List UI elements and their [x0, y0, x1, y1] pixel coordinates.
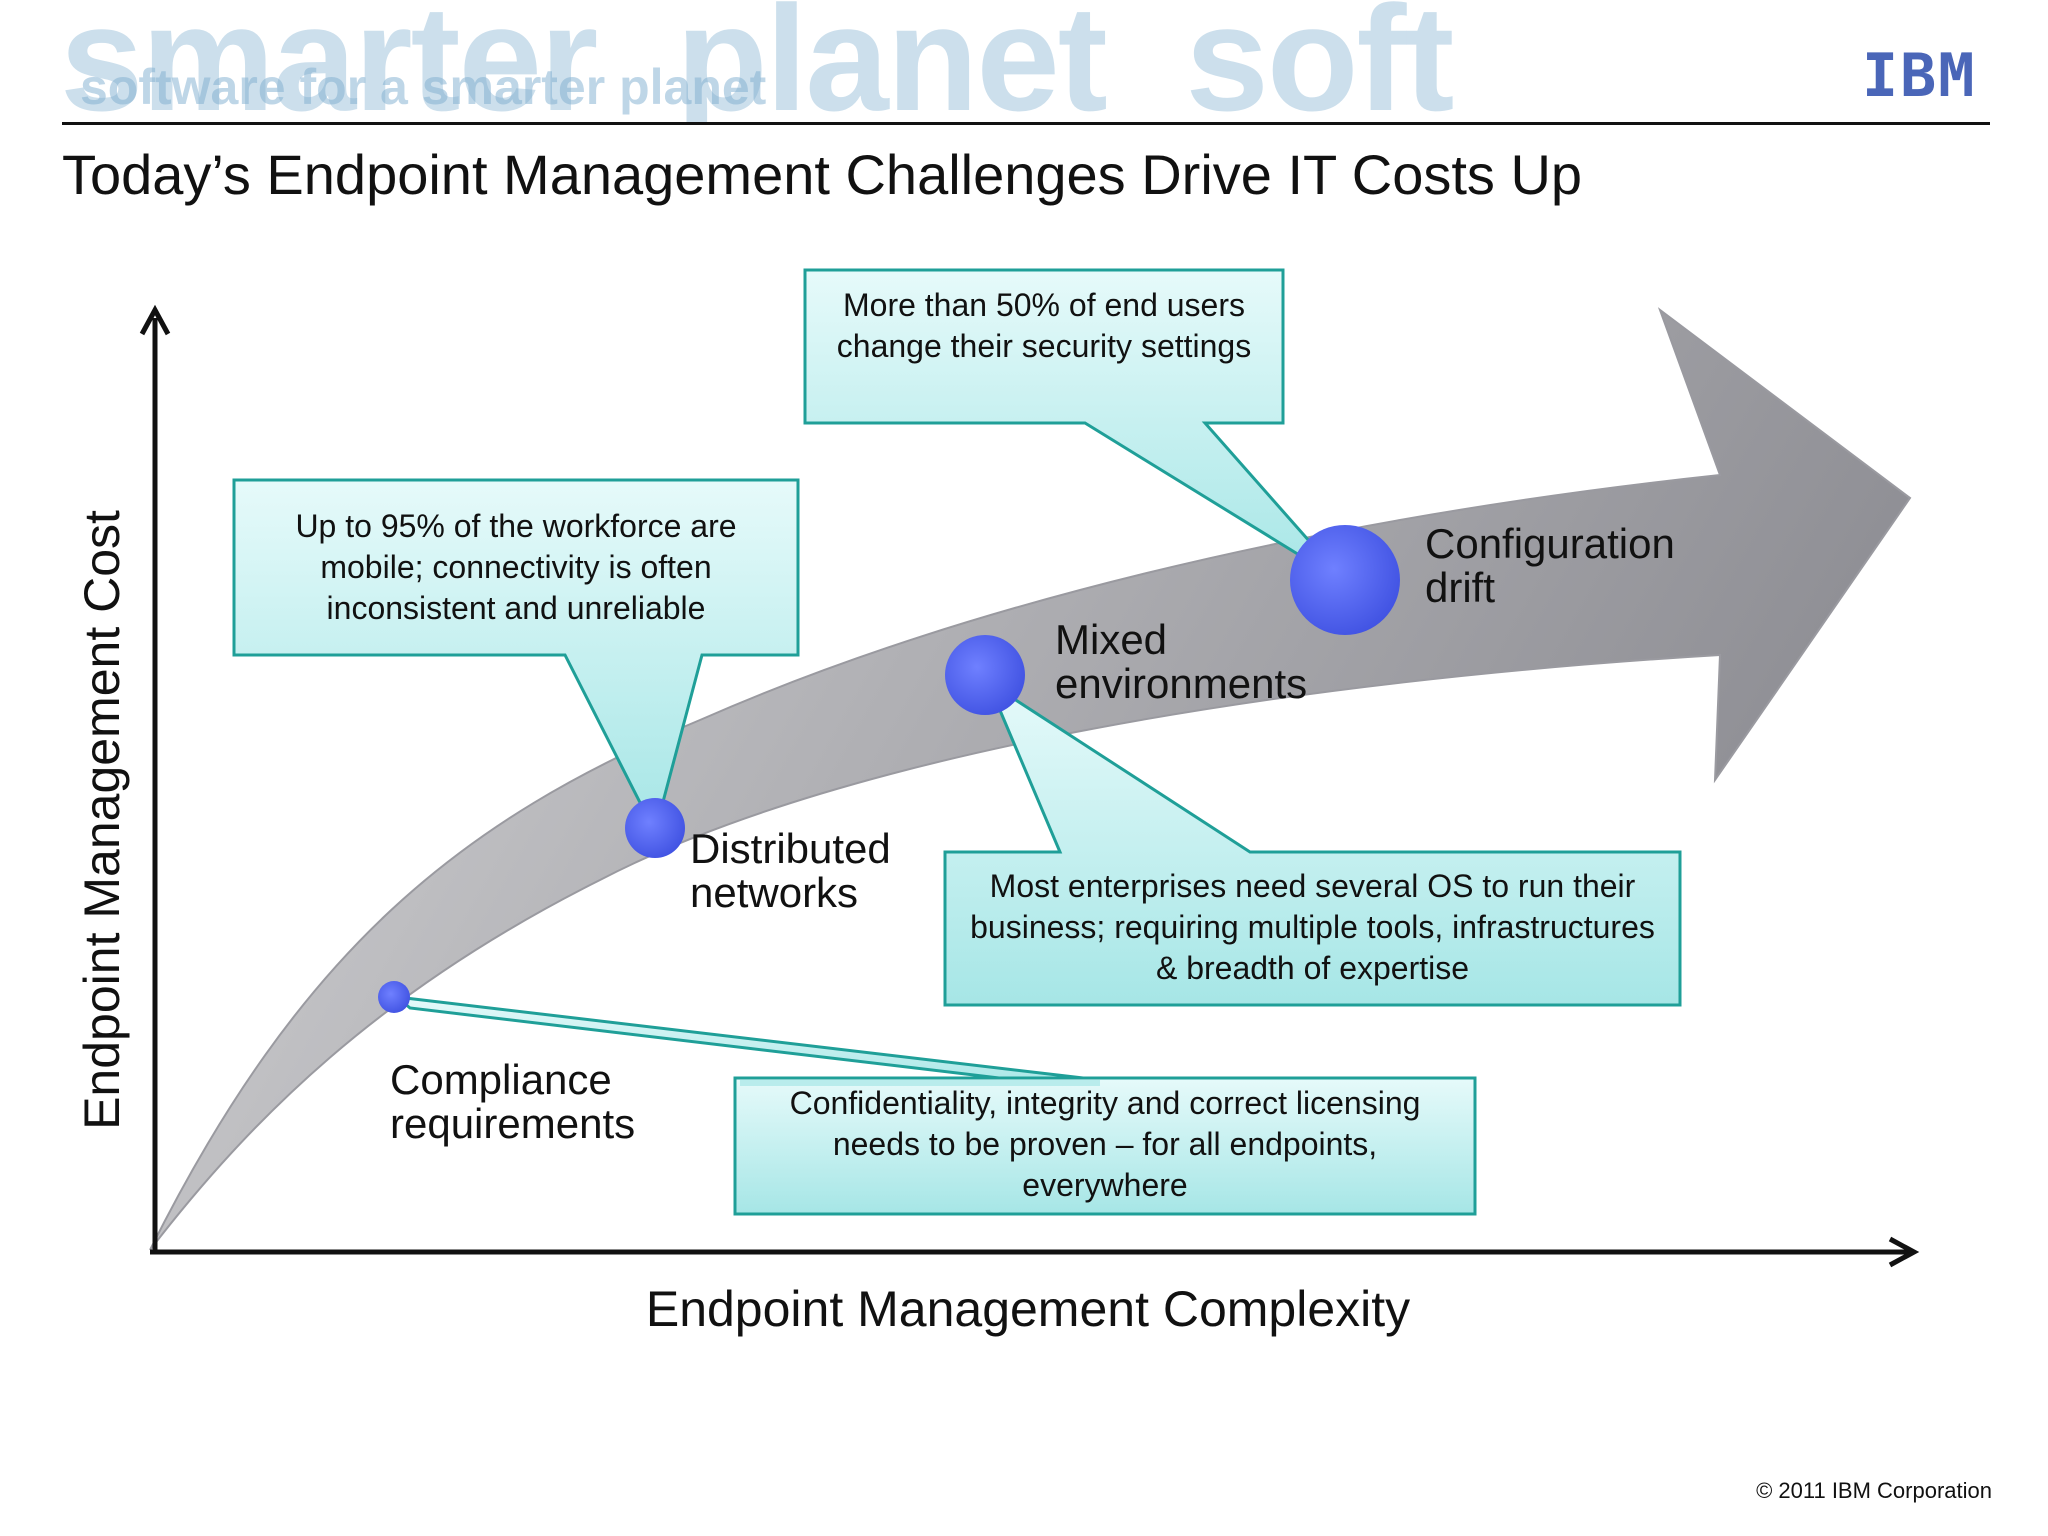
growth-arrow — [149, 307, 1912, 1251]
point-label-config: Configuration drift — [1425, 520, 1675, 611]
callout-mixed-text: Most enterprises need several OS to run … — [970, 868, 1655, 986]
page-title: Today’s Endpoint Management Challenges D… — [62, 143, 1583, 206]
header-banner: smarter planet soft software for a smart… — [0, 0, 2048, 122]
point-compliance-dot — [378, 981, 410, 1013]
callout-compliance-text: Confidentiality, integrity and correct l… — [789, 1085, 1421, 1203]
header-divider — [62, 122, 1990, 125]
point-label-compliance: Compliance requirements — [390, 1056, 636, 1147]
point-config-dot — [1290, 525, 1400, 635]
callout-compliance-shape — [392, 994, 1477, 1216]
point-distributed-dot — [625, 798, 685, 858]
ibm-logo-text: IBM — [1862, 41, 1977, 111]
callout-config-shape — [803, 268, 1350, 587]
callout-config-text: More than 50% of end users change their … — [836, 287, 1252, 364]
watermark-word-3: soft — [1185, 0, 1454, 122]
point-label-distributed: Distributed networks — [690, 825, 891, 916]
ibm-logo: IBM — [1862, 46, 1992, 106]
callout-mixed-shape — [943, 678, 1682, 1007]
x-axis — [150, 1236, 1920, 1268]
y-axis-label: Endpoint Management Cost — [74, 510, 130, 1130]
watermark-word-2: planet — [676, 0, 1108, 122]
watermark-word-1: smarter — [60, 0, 598, 122]
x-axis-label: Endpoint Management Complexity — [645, 1281, 1411, 1337]
callout-distributed-text: Up to 95% of the workforce are mobile; c… — [295, 508, 737, 626]
copyright-footer: © 2011 IBM Corporation — [1756, 1478, 1992, 1503]
watermark-tagline: software for a smarter planet — [80, 59, 767, 115]
y-axis — [139, 304, 171, 1252]
point-mixed-dot — [945, 635, 1025, 715]
point-label-mixed: Mixed environments — [1055, 616, 1308, 707]
callout-distributed-shape — [232, 478, 800, 837]
watermark-words: smarter planet soft — [60, 0, 1492, 122]
